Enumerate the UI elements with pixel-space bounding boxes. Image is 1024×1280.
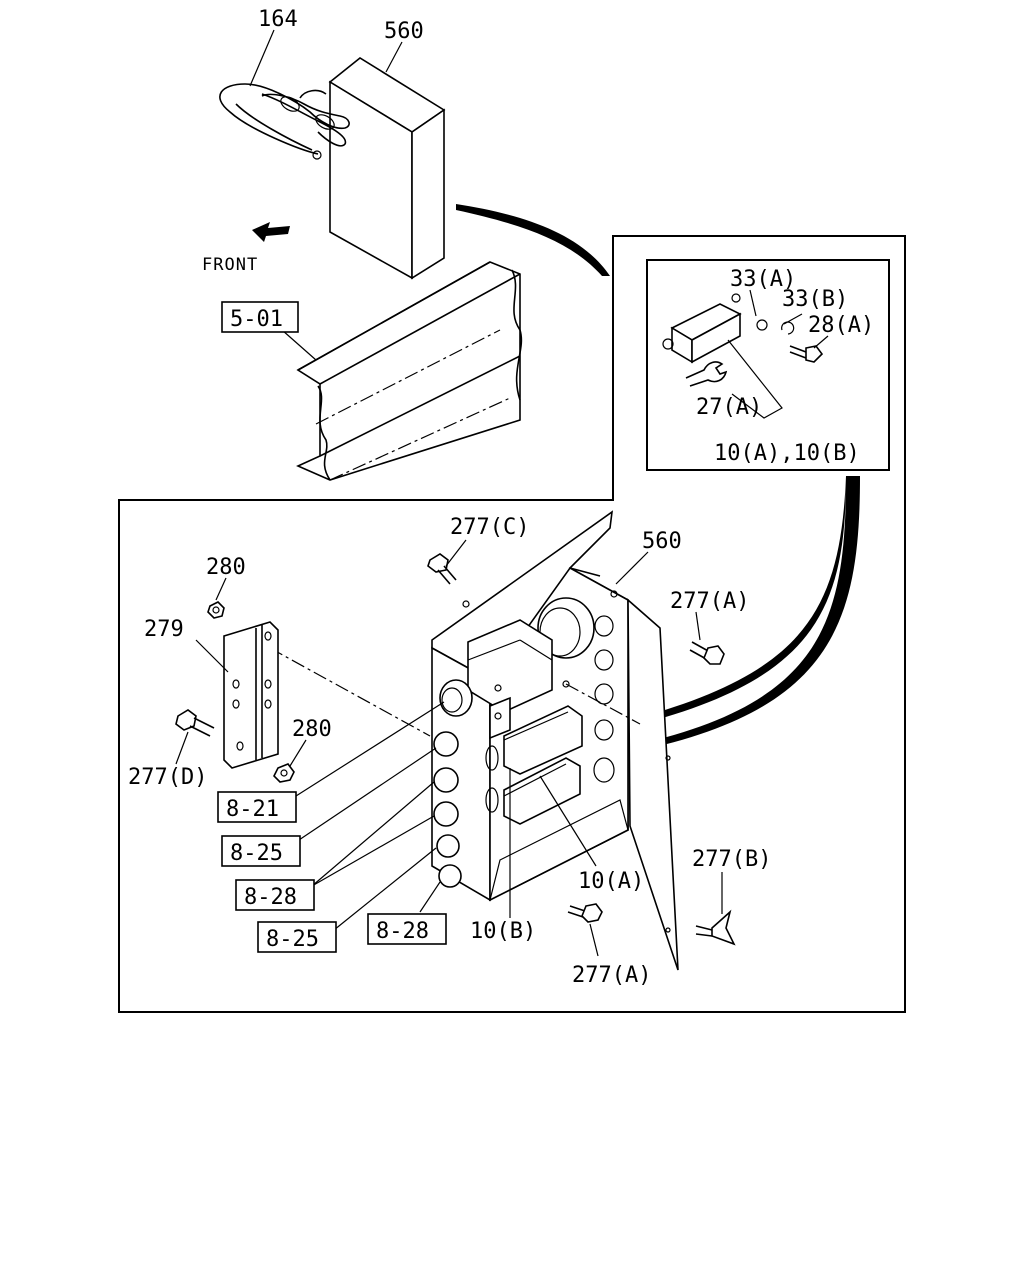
label-277c: 277(C) (450, 515, 529, 540)
sweep-arrow-top (456, 204, 610, 276)
bolt-detail-icon (789, 345, 824, 363)
leader-8-25-b (333, 847, 437, 931)
bolt-277a-bottom-icon (567, 903, 603, 923)
ref-8-28-a: 8-28 (244, 885, 297, 910)
nut-upper-icon (207, 601, 225, 619)
label-front: FRONT (202, 255, 258, 275)
leader-560-main (615, 551, 649, 585)
leader-277a-right (695, 611, 701, 641)
ref-box-8-28-a (235, 879, 315, 911)
leader-8-28-a2 (311, 815, 435, 887)
control-box-main (431, 510, 679, 971)
label-277a-right: 277(A) (670, 589, 749, 614)
label-560-top: 560 (384, 19, 424, 44)
label-10b: 10(B) (470, 919, 536, 944)
wing-bolt-icon (695, 909, 736, 946)
ref-box-8-25-a (221, 835, 301, 867)
leader-280-lower (289, 739, 307, 767)
label-277d: 277(D) (128, 765, 207, 790)
leader-560-top (385, 41, 403, 73)
label-164: 164 (258, 7, 298, 32)
control-box-top (328, 57, 446, 280)
washer-icon (756, 319, 768, 331)
leader-280-upper (215, 577, 227, 601)
label-10a-10b: 10(A),10(B) (714, 441, 860, 466)
wire-harness (219, 83, 350, 160)
leader-8-28-b (419, 881, 441, 913)
ref-8-21: 8-21 (226, 797, 279, 822)
ref-box-8-25-b (257, 921, 337, 953)
ref-box-8-28-b (367, 913, 447, 945)
bolt-277d-icon (175, 709, 215, 737)
mount-line (269, 647, 431, 737)
label-10a: 10(A) (578, 869, 644, 894)
bolt-277c-icon (427, 553, 457, 585)
label-33b: 33(B) (782, 287, 848, 312)
leader-33a (749, 289, 757, 317)
label-560-main: 560 (642, 529, 682, 554)
detail-frame (646, 259, 890, 471)
label-280-upper: 280 (206, 555, 246, 580)
leader-279 (195, 639, 229, 673)
front-arrow-icon (252, 222, 290, 242)
ref-box-5-01 (221, 301, 299, 333)
main-frame (118, 235, 906, 1013)
leader-8-28-a1 (311, 781, 435, 887)
ref-box-8-21 (217, 791, 297, 823)
relay-detail (662, 293, 742, 364)
label-33a: 33(A) (730, 267, 796, 292)
bracket-detail-icon (685, 361, 728, 387)
leader-277d (175, 731, 189, 765)
leader-277c (445, 539, 467, 567)
label-27a: 27(A) (696, 395, 762, 420)
mount-line-2 (565, 683, 641, 725)
label-279: 279 (144, 617, 184, 642)
nut-lower-icon (273, 763, 295, 783)
leader-277a-bottom (589, 923, 599, 957)
ref-8-28-b: 8-28 (376, 919, 429, 944)
leader-8-21 (295, 701, 445, 797)
label-277a-bottom: 277(A) (572, 963, 651, 988)
clip-icon (781, 321, 795, 335)
bolt-277a-right-icon (689, 641, 725, 665)
leader-8-25-a (295, 747, 437, 843)
frame-rail (296, 261, 523, 481)
mount-bracket (223, 621, 279, 769)
label-277b: 277(B) (692, 847, 771, 872)
label-280-lower: 280 (292, 717, 332, 742)
leader-5-01 (281, 329, 317, 361)
label-5-01: 5-01 (230, 307, 283, 332)
leader-relay-detail (727, 339, 783, 419)
ref-8-25-b: 8-25 (266, 927, 319, 952)
ref-8-25-a: 8-25 (230, 841, 283, 866)
label-28a: 28(A) (808, 313, 874, 338)
leader-33b (783, 313, 803, 325)
leader-10a (539, 775, 597, 867)
leader-164 (249, 29, 275, 87)
leader-28a (813, 335, 829, 349)
